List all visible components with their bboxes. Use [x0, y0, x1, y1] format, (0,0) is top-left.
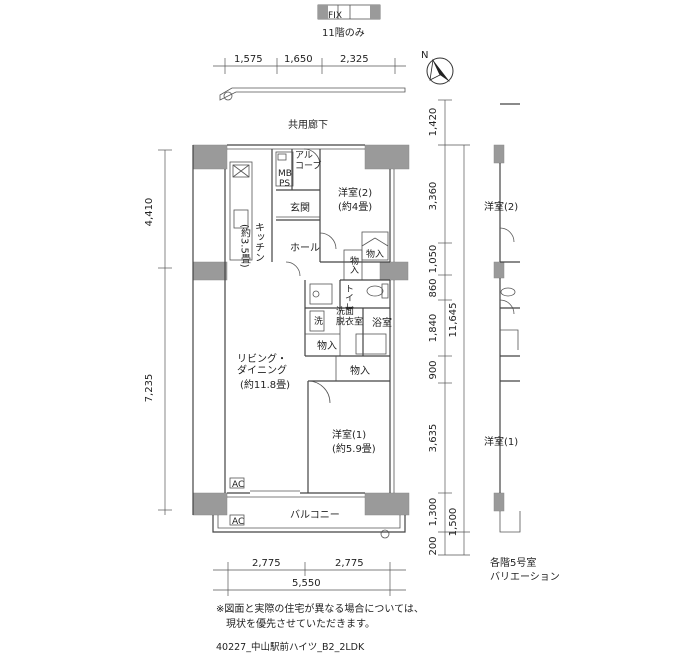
dim-right-7: 3,635 [428, 424, 439, 453]
dim-top-1: 1,575 [234, 54, 263, 65]
right-dimensions: 1,420 3,360 1,050 860 1,840 900 3,635 1,… [428, 99, 470, 556]
dim-right-1: 1,420 [428, 108, 439, 137]
dim-right-5: 1,840 [428, 314, 439, 343]
living-label: リビング・ダイニング [237, 352, 287, 377]
western1-size: (約5.9畳) [332, 442, 376, 455]
dim-left-1: 4,410 [144, 198, 155, 227]
living-size: (約11.8畳) [240, 378, 290, 391]
plan-code: 40227_中山駅前ハイツ_B2_2LDK [216, 642, 365, 653]
dim-right-4: 860 [428, 278, 439, 297]
western1-label: 洋室(1) [332, 428, 366, 441]
dim-right-extra-1: 1,500 [448, 508, 459, 537]
washer-label: 洗 [314, 315, 323, 327]
dim-top-3: 2,325 [340, 54, 369, 65]
bottom-dimensions: 2,775 2,775 5,550 [213, 558, 406, 596]
dim-bottom-2: 2,775 [335, 558, 364, 569]
western2-label: 洋室(2) [338, 186, 372, 199]
ac-label-2: AC [232, 517, 244, 527]
ps-label: PS [279, 179, 290, 189]
dim-bottom-total: 5,550 [292, 578, 321, 589]
bath-label: 浴室 [372, 316, 392, 329]
partitions [229, 148, 390, 526]
storage-label-3: 物入 [317, 339, 337, 352]
dim-right-3: 1,050 [428, 245, 439, 274]
toilet-label: トイレ [343, 284, 354, 311]
variation-western2: 洋室(2) [484, 200, 518, 213]
corridor-label: 共用廊下 [288, 118, 328, 131]
hall-label: ホール [290, 242, 320, 254]
mb-label: MB [278, 169, 292, 179]
disclaimer-note: ※図面と実際の住宅が異なる場合については、 現状を優先させていただきます。 [216, 604, 424, 630]
dim-right-2: 3,360 [428, 182, 439, 211]
entrance-label: 玄関 [290, 201, 310, 214]
variation-western1: 洋室(1) [484, 435, 518, 448]
ac-label-1: AC [232, 480, 244, 490]
dim-bottom-1: 2,775 [252, 558, 281, 569]
left-dimensions: 4,410 7,235 [144, 149, 172, 515]
svg-text:N: N [421, 50, 428, 61]
kitchen-label: キッチン [253, 222, 264, 262]
corridor-railing [219, 87, 520, 105]
inset-caption: 11階のみ [322, 27, 365, 39]
walls [192, 144, 410, 539]
top-dimensions: 1,575 1,650 2,325 [213, 54, 406, 74]
fix-label: FIX [328, 11, 342, 21]
top-inset: FIX 11階のみ [317, 4, 381, 39]
variation-caption: 各階5号室 バリエーション [490, 558, 560, 583]
storage-label-1: 物入 [366, 248, 384, 260]
dim-right-8: 1,300 [428, 498, 439, 527]
storage-label-2: 物入 [348, 255, 359, 274]
washroom-label: 洗面脱衣室 [336, 305, 363, 327]
room-labels: アルコーブ MB PS 玄関 洋室(2) (約4畳) キッチン (約3.5畳) … [232, 151, 392, 527]
balcony-label: バルコニー [290, 509, 340, 521]
dim-right-extra-2: 200 [428, 536, 439, 555]
alcove-label: アルコーブ [295, 151, 321, 171]
kitchen-size: (約3.5畳) [239, 224, 251, 268]
western2-size: (約4畳) [338, 200, 372, 213]
dim-left-2: 7,235 [144, 374, 155, 403]
north-arrow-icon: N [421, 50, 454, 85]
storage-label-4: 物入 [350, 364, 370, 377]
dim-right-total: 11,645 [448, 303, 459, 338]
dim-right-6: 900 [428, 360, 439, 379]
dim-top-2: 1,650 [284, 54, 313, 65]
variation-plan: 洋室(2) 洋室(1) [484, 144, 521, 533]
